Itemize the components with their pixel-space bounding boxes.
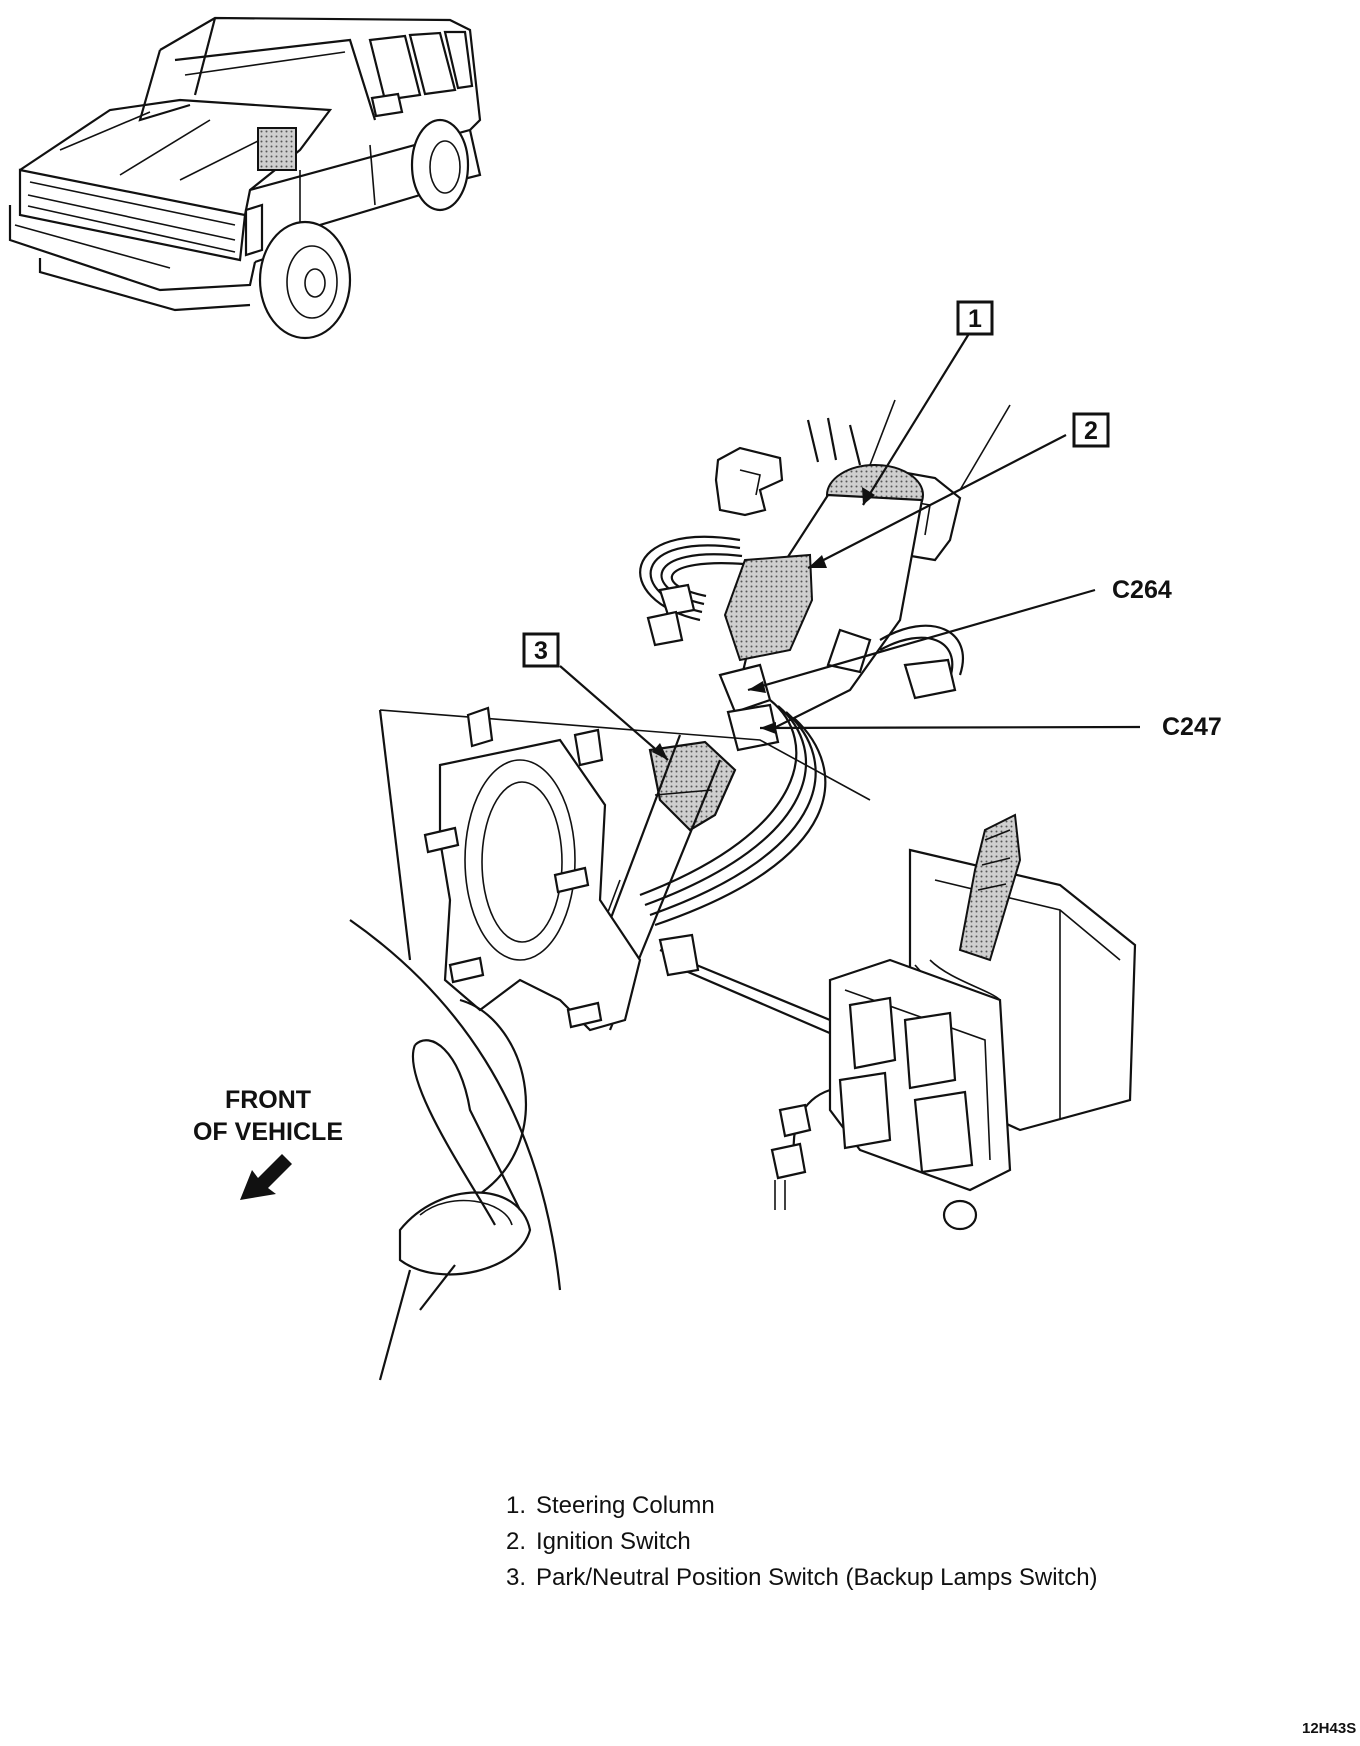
- front-of-vehicle-indicator: FRONT OF VEHICLE: [193, 1086, 343, 1200]
- location-marker: [257, 127, 297, 171]
- callout-3-number: 3: [534, 637, 548, 665]
- callout-2-number: 2: [1084, 417, 1098, 445]
- legend-item-text: Ignition Switch: [536, 1528, 691, 1555]
- legend: 1. Steering Column 2. Ignition Switch 3.…: [482, 1488, 1242, 1596]
- callout-1-number: 1: [968, 305, 982, 333]
- legend-item-text: Park/Neutral Position Switch (Backup Lam…: [536, 1564, 1098, 1591]
- direction-arrow-icon: [240, 1154, 292, 1200]
- vehicle-overview-illustration: [8, 16, 482, 340]
- callout-3: 3: [522, 632, 560, 668]
- callout-2: 2: [1072, 412, 1110, 448]
- front-label-line2: OF VEHICLE: [193, 1118, 343, 1146]
- legend-item: 2. Ignition Switch: [482, 1524, 1242, 1560]
- legend-item: 1. Steering Column: [482, 1488, 1242, 1524]
- steering-column-assembly-illustration: [349, 399, 1137, 1381]
- connector-c264-label: C264: [1112, 576, 1172, 604]
- figure-code: 12H43S: [1302, 1720, 1357, 1737]
- callout-1: 1: [956, 300, 994, 336]
- legend-item: 3. Park/Neutral Position Switch (Backup …: [482, 1560, 1242, 1596]
- connector-c247-label: C247: [1162, 713, 1222, 741]
- legend-item-number: 1.: [505, 1492, 526, 1519]
- legend-item-number: 3.: [505, 1564, 526, 1591]
- front-label-line1: FRONT: [225, 1086, 311, 1114]
- leader-lines: [559, 331, 1141, 761]
- legend-item-text: Steering Column: [536, 1492, 715, 1519]
- legend-item-number: 2.: [505, 1528, 526, 1555]
